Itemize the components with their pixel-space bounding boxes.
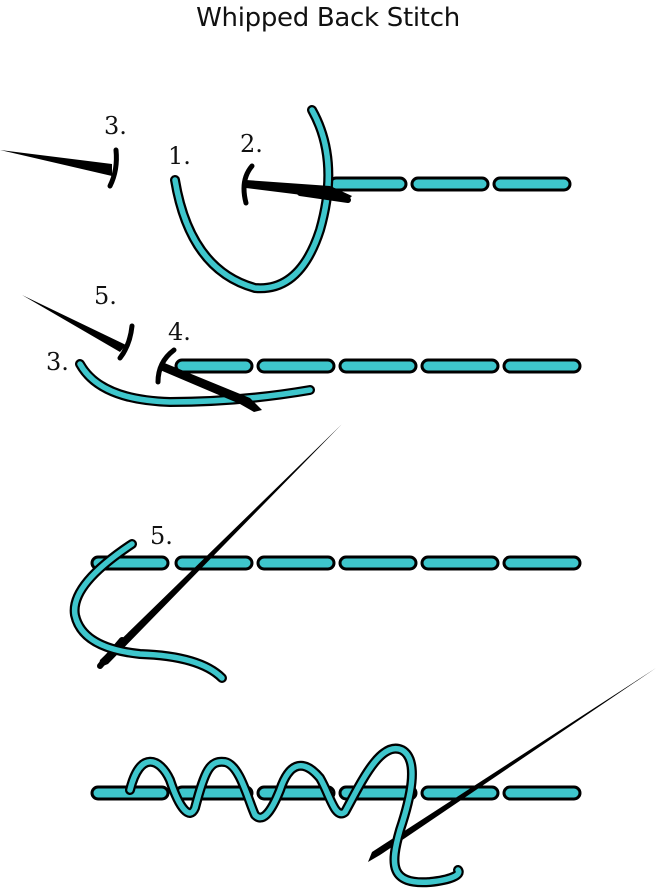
- needle-hole-mark: [107, 147, 119, 189]
- back-stitch-row: [174, 358, 582, 374]
- thread: [172, 107, 332, 291]
- back-stitch-dash: [174, 358, 254, 374]
- needle-icon: [22, 295, 126, 352]
- needle-icon: [160, 362, 262, 412]
- needle-icon: [98, 424, 342, 668]
- needle-icon: [0, 150, 112, 176]
- thread: [77, 361, 313, 405]
- needle-hole-mark: [241, 163, 255, 206]
- back-stitch-dash: [420, 555, 500, 571]
- back-stitch-dash: [174, 555, 254, 571]
- back-stitch-dash: [328, 176, 408, 192]
- step-2-label-3: 3.: [46, 348, 69, 376]
- step-3-illustration: 5.: [69, 424, 582, 683]
- needle-icon: [368, 668, 656, 862]
- back-stitch-dash: [420, 358, 500, 374]
- needle-hole-mark: [117, 323, 135, 361]
- thread: [71, 541, 225, 681]
- step-4-illustration: [90, 668, 656, 888]
- back-stitch-row: [328, 176, 572, 192]
- thread: [127, 745, 462, 885]
- back-stitch-dash: [338, 358, 418, 374]
- back-stitch-dash: [502, 785, 582, 801]
- step-2-label-5: 5.: [94, 282, 117, 310]
- step-2-illustration: 5. 4. 3.: [22, 282, 582, 412]
- step-1-label-2: 2.: [240, 130, 263, 158]
- back-stitch-dash: [256, 358, 336, 374]
- needle-eye: [297, 190, 351, 203]
- back-stitch-dash: [502, 358, 582, 374]
- step-1-illustration: 3. 1. 2.: [0, 105, 572, 294]
- diagram-title: Whipped Back Stitch: [196, 3, 460, 33]
- back-stitch-dash: [492, 176, 572, 192]
- back-stitch-dash: [256, 555, 336, 571]
- back-stitch-row: [90, 555, 582, 571]
- step-3-label-5: 5.: [150, 522, 173, 550]
- step-1-label-1: 1.: [168, 142, 191, 170]
- back-stitch-row: [90, 785, 582, 801]
- step-2-label-4: 4.: [168, 318, 191, 346]
- back-stitch-dash: [410, 176, 490, 192]
- step-1-label-3: 3.: [104, 112, 127, 140]
- back-stitch-dash: [502, 555, 582, 571]
- back-stitch-dash: [338, 555, 418, 571]
